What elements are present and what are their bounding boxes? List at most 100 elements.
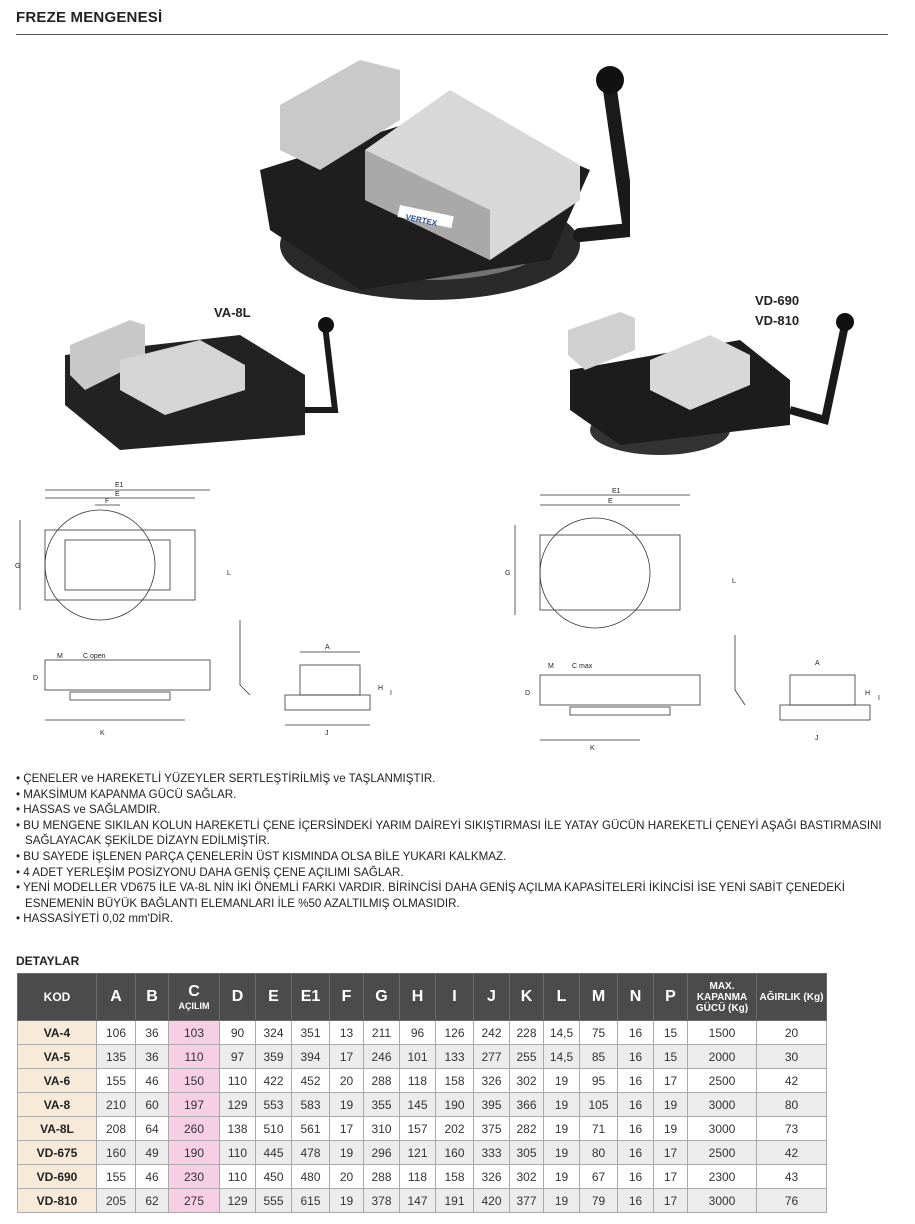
column-header: KOD <box>17 973 97 1021</box>
table-cell: 197 <box>168 1092 220 1117</box>
column-header: K <box>509 973 544 1021</box>
dim-label: E <box>608 498 613 505</box>
model-code-cell: VD-690 <box>17 1164 97 1189</box>
table-cell: 106 <box>96 1020 136 1045</box>
column-header: G <box>363 973 400 1021</box>
table-cell: 80 <box>756 1092 827 1117</box>
table-cell: 555 <box>255 1188 292 1213</box>
dim-label: H <box>378 685 383 692</box>
table-cell: 288 <box>363 1164 400 1189</box>
table-cell: 16 <box>617 1140 654 1165</box>
dim-label: C max <box>572 663 593 670</box>
table-cell: 19 <box>543 1164 580 1189</box>
table-cell: 191 <box>435 1188 474 1213</box>
table-cell: 43 <box>756 1164 827 1189</box>
vd-vise-image <box>568 312 854 455</box>
table-cell: 208 <box>96 1116 136 1141</box>
table-cell: 478 <box>291 1140 330 1165</box>
table-cell: 19 <box>329 1092 364 1117</box>
column-header-label: J <box>487 988 496 1005</box>
table-cell: 3000 <box>687 1116 757 1141</box>
model-code-cell: VA-8 <box>17 1092 97 1117</box>
table-cell: 296 <box>363 1140 400 1165</box>
va-front-drawing: A H I J <box>284 644 392 737</box>
column-header-label: M <box>591 988 606 1005</box>
column-header: M <box>579 973 618 1021</box>
dim-label: K <box>100 730 105 737</box>
table-cell: 36 <box>135 1044 169 1069</box>
table-cell: 20 <box>756 1020 827 1045</box>
table-cell: 76 <box>756 1188 827 1213</box>
va8l-vise-image <box>65 317 339 450</box>
table-cell: 3000 <box>687 1188 757 1213</box>
column-header: AĞIRLIK (Kg) <box>756 973 827 1021</box>
table-cell: 305 <box>509 1140 544 1165</box>
table-cell: 246 <box>363 1044 400 1069</box>
table-cell: 16 <box>617 1044 654 1069</box>
table-cell: 118 <box>399 1164 436 1189</box>
table-cell: 121 <box>399 1140 436 1165</box>
table-cell: 302 <box>509 1068 544 1093</box>
table-cell: 14,5 <box>543 1044 580 1069</box>
table-cell: 118 <box>399 1068 436 1093</box>
dim-label: C open <box>83 653 106 660</box>
table-cell: 60 <box>135 1092 169 1117</box>
dim-label: J <box>325 730 329 737</box>
column-header-label: C <box>188 983 200 1000</box>
table-cell: 19 <box>543 1068 580 1093</box>
table-cell: 110 <box>219 1164 256 1189</box>
table-cell: 450 <box>255 1164 292 1189</box>
column-header-label: B <box>146 988 158 1005</box>
table-cell: 101 <box>399 1044 436 1069</box>
table-cell: 19 <box>543 1116 580 1141</box>
table-cell: 105 <box>579 1092 618 1117</box>
model-code-cell: VD-810 <box>17 1188 97 1213</box>
table-cell: 326 <box>473 1068 510 1093</box>
table-cell: 375 <box>473 1116 510 1141</box>
table-cell: 202 <box>435 1116 474 1141</box>
table-cell: 480 <box>291 1164 330 1189</box>
feature-item: 4 ADET YERLEŞİM POSİZYONU DAHA GENİŞ ÇEN… <box>16 865 896 881</box>
table-cell: 42 <box>756 1140 827 1165</box>
table-cell: 228 <box>509 1020 544 1045</box>
table-cell: 71 <box>579 1116 618 1141</box>
table-cell: 17 <box>653 1188 688 1213</box>
table-cell: 157 <box>399 1116 436 1141</box>
column-header-label: G <box>375 988 388 1005</box>
table-cell: 135 <box>96 1044 136 1069</box>
column-header-label: I <box>452 988 457 1005</box>
table-cell: 75 <box>579 1020 618 1045</box>
table-cell: 16 <box>617 1116 654 1141</box>
dim-label: G <box>505 570 510 577</box>
table-cell: 288 <box>363 1068 400 1093</box>
table-cell: 150 <box>168 1068 220 1093</box>
table-cell: 145 <box>399 1092 436 1117</box>
table-cell: 79 <box>579 1188 618 1213</box>
table-cell: 275 <box>168 1188 220 1213</box>
table-cell: 302 <box>509 1164 544 1189</box>
table-cell: 255 <box>509 1044 544 1069</box>
table-cell: 138 <box>219 1116 256 1141</box>
table-cell: 133 <box>435 1044 474 1069</box>
table-cell: 19 <box>543 1092 580 1117</box>
table-cell: 49 <box>135 1140 169 1165</box>
table-cell: 17 <box>329 1116 364 1141</box>
table-cell: 190 <box>435 1092 474 1117</box>
table-cell: 160 <box>96 1140 136 1165</box>
table-cell: 326 <box>473 1164 510 1189</box>
dim-label: D <box>525 690 530 697</box>
column-header: A <box>96 973 136 1021</box>
table-cell: 16 <box>617 1068 654 1093</box>
column-header: P <box>653 973 688 1021</box>
model-code-cell: VA-4 <box>17 1020 97 1045</box>
column-header-label: L <box>556 988 567 1005</box>
column-header: L <box>543 973 580 1021</box>
table-cell: 42 <box>756 1068 827 1093</box>
column-header-label: H <box>411 988 424 1005</box>
table-cell: 16 <box>617 1188 654 1213</box>
table-cell: 20 <box>329 1068 364 1093</box>
column-header: F <box>329 973 364 1021</box>
